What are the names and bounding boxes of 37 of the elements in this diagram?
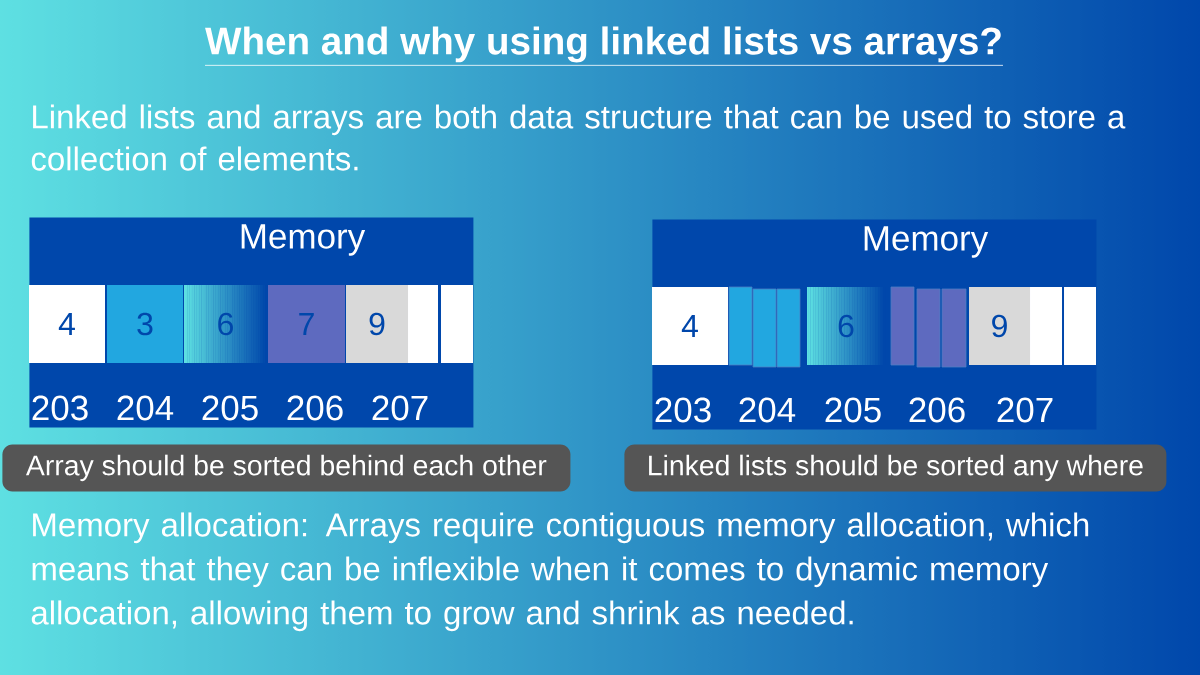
memory-cell xyxy=(1064,287,1096,365)
paragraph: Linked lists and arrays are both data structure that can be used to store a collection of elements. xyxy=(31,104,1126,171)
memory-cell: 7 xyxy=(268,285,345,363)
memory-bar xyxy=(941,288,967,368)
memory-cell xyxy=(441,285,473,363)
memory-address: 205 xyxy=(825,397,881,423)
caption-bubble: Array should be sorted behind each other xyxy=(2,444,571,492)
memory-address: 204 xyxy=(117,395,174,421)
memory-cell: 6 xyxy=(807,287,886,365)
memory-bar xyxy=(890,286,915,366)
caption-bubble: Linked lists should be sorted any where xyxy=(624,444,1167,492)
memory-cell xyxy=(408,285,438,363)
memory-address: 206 xyxy=(287,395,343,421)
memory-bar xyxy=(752,288,777,368)
memory-cell: 4 xyxy=(652,287,728,365)
paragraph: Memory allocation: Arrays require contiguous memory allocation, which means that they can be inflexible when it comes to dynamic memory allocation, allowing them to grow and shrink as needed. xyxy=(31,512,1089,632)
memory-cell: 4 xyxy=(29,285,105,363)
memory-address: 204 xyxy=(739,397,796,423)
memory-bar xyxy=(728,286,753,366)
memory-address: 203 xyxy=(32,395,88,421)
panel-heading: Memory xyxy=(241,224,366,256)
memory-address: 207 xyxy=(372,395,428,421)
node-label: 6 xyxy=(218,312,233,336)
node-label: 6 xyxy=(838,314,854,338)
memory-bar xyxy=(916,288,941,368)
memory-address: 205 xyxy=(202,395,258,421)
memory-address: 207 xyxy=(997,397,1053,423)
memory-cell xyxy=(1030,287,1062,365)
memory-cell: 6 xyxy=(184,285,268,363)
memory-cell: 3 xyxy=(107,285,183,363)
memory-bar xyxy=(776,288,801,368)
memory-address: 203 xyxy=(655,397,711,423)
memory-cell: 9 xyxy=(969,287,1030,365)
memory-address: 206 xyxy=(909,397,965,423)
panel-heading: Memory xyxy=(864,226,989,258)
memory-cell: 9 xyxy=(346,285,408,363)
title: When and why using linked lists vs arrays? xyxy=(204,26,1004,66)
